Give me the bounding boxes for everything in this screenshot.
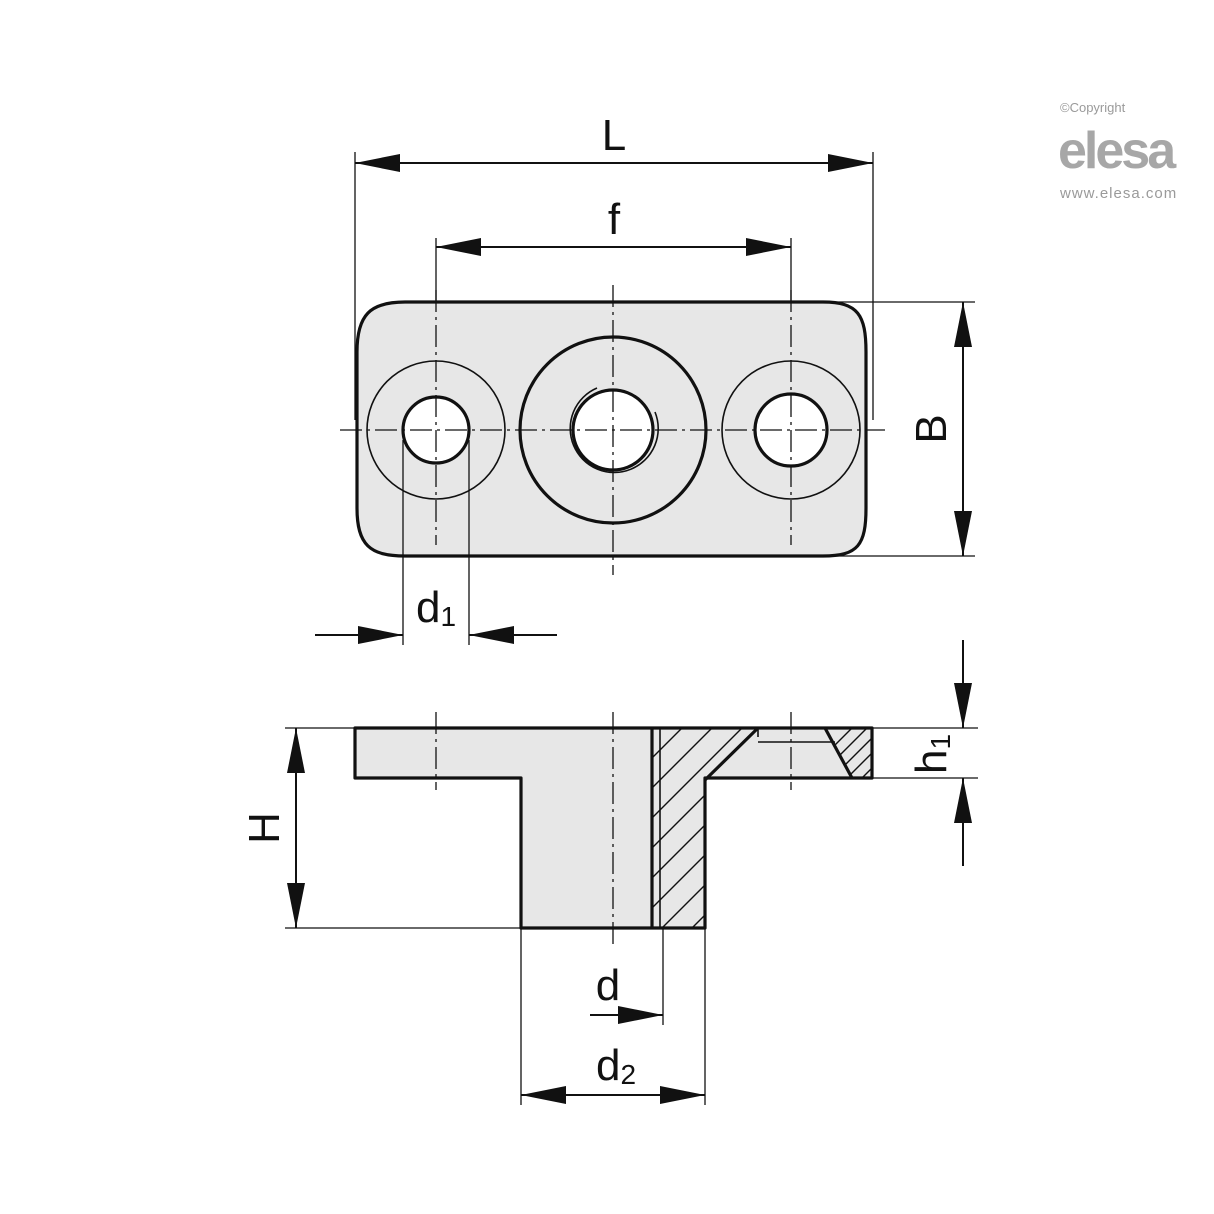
- label-L: L: [602, 111, 626, 160]
- copyright-text: ©Copyright: [1060, 100, 1126, 115]
- label-h1: h1: [907, 734, 956, 774]
- dimension-L: L: [354, 111, 874, 420]
- center-thread-arc: [569, 387, 660, 474]
- top-view: [340, 285, 885, 575]
- dimension-h1: h1: [872, 640, 978, 866]
- dimension-f: f: [435, 195, 792, 302]
- label-d2: d2: [596, 1041, 636, 1090]
- dimension-d: d: [590, 928, 664, 1025]
- brand-url: www.elesa.com: [1059, 185, 1177, 202]
- label-d1: d1: [416, 583, 456, 632]
- dimension-B: B: [823, 301, 975, 557]
- brand-name: elesa: [1058, 122, 1177, 180]
- label-B: B: [907, 414, 956, 443]
- dimension-d1: d1: [315, 440, 557, 645]
- dimension-H: H: [240, 727, 521, 929]
- dimension-d2: d2: [520, 928, 706, 1105]
- elesa-logo: ©Copyright elesa www.elesa.com: [1058, 100, 1180, 202]
- label-H: H: [240, 812, 289, 844]
- label-d: d: [596, 961, 620, 1010]
- label-f: f: [608, 195, 621, 244]
